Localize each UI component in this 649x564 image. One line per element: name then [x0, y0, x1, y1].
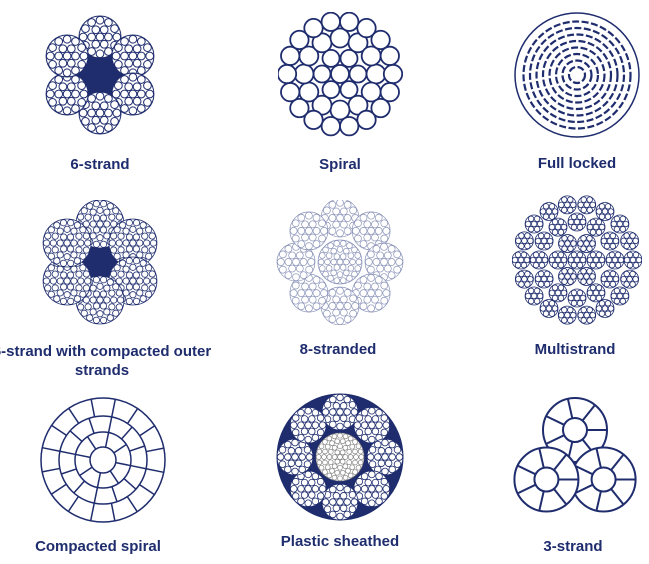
compacted-six-strand-rope-icon	[42, 200, 158, 325]
label-3-strand: 3-strand	[543, 538, 603, 555]
full-locked-rope-icon	[514, 12, 640, 138]
label-6-strand-compacted: 6-strand with compacted outer strands	[0, 343, 212, 379]
label-multistrand: Multistrand	[534, 341, 616, 358]
label-full-locked: Full locked	[537, 155, 617, 172]
spiral-rope-icon	[278, 12, 403, 137]
label-8-stranded: 8-stranded	[299, 341, 377, 358]
label-spiral: Spiral	[319, 156, 361, 173]
multistrand-rope-icon	[512, 195, 642, 325]
compacted-spiral-rope-icon	[40, 397, 166, 523]
three-strand-rope-icon	[513, 397, 637, 513]
label-6-strand: 6-strand	[70, 156, 130, 173]
plastic-sheathed-rope-icon	[276, 393, 404, 521]
label-plastic-sheathed: Plastic sheathed	[280, 533, 400, 550]
label-compacted-spiral: Compacted spiral	[35, 538, 161, 555]
six-strand-rope-icon	[45, 15, 155, 135]
eight-strand-rope-icon	[276, 200, 404, 325]
